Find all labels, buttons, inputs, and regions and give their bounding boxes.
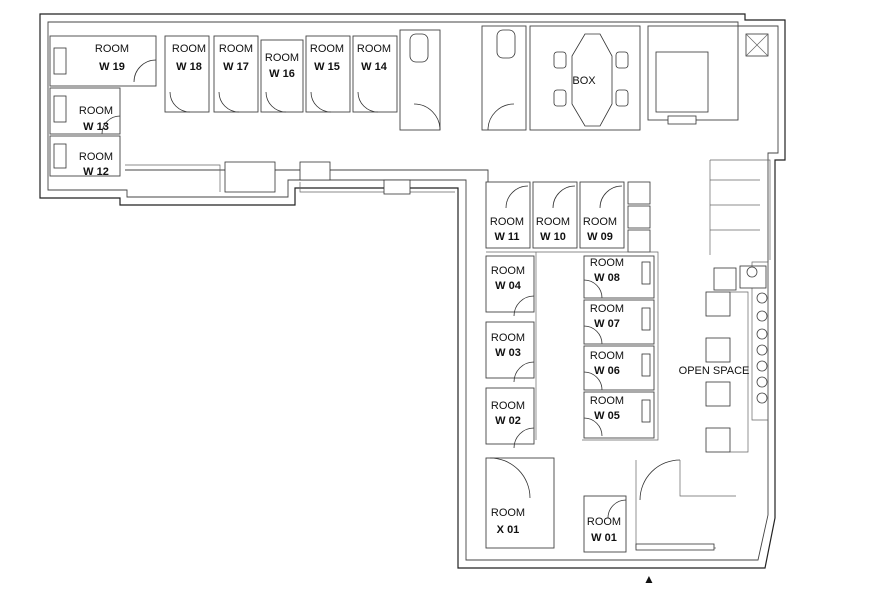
room-w09-line2: W 09 bbox=[587, 231, 613, 243]
room-w01-line1: ROOM bbox=[587, 516, 621, 528]
plant-icon bbox=[756, 310, 768, 322]
room-w08-line1: ROOM bbox=[590, 257, 624, 269]
room-w19-line2: W 19 bbox=[99, 61, 125, 73]
room-x01-line1: ROOM bbox=[491, 507, 525, 519]
room-w13-line2: W 13 bbox=[83, 121, 109, 133]
room-w14-line1: ROOM bbox=[357, 43, 391, 55]
room-w18-line1: ROOM bbox=[172, 43, 206, 55]
east-wing bbox=[485, 159, 771, 553]
room-w09-line1: ROOM bbox=[583, 216, 617, 228]
open-space-label: OPEN SPACE bbox=[679, 365, 750, 377]
room-w01-line2: W 01 bbox=[591, 532, 617, 544]
room-w11-line2: W 11 bbox=[494, 231, 519, 243]
room-w17-line2: W 17 bbox=[223, 61, 249, 73]
room-w03-line2: W 03 bbox=[495, 347, 521, 359]
room-w08-line2: W 08 bbox=[594, 272, 620, 284]
room-w18-line2: W 18 bbox=[176, 61, 202, 73]
plant-icon bbox=[756, 292, 768, 304]
plant-icon bbox=[756, 328, 768, 340]
room-w10-line1: ROOM bbox=[536, 216, 570, 228]
room-w10-line2: W 10 bbox=[540, 231, 566, 243]
plant-icon bbox=[756, 360, 768, 372]
room-w12-line2: W 12 bbox=[83, 166, 109, 178]
room-w05-line2: W 05 bbox=[594, 410, 620, 422]
room-w02-line1: ROOM bbox=[491, 400, 525, 412]
room-w05-line1: ROOM bbox=[590, 395, 624, 407]
room-x01-line2: X 01 bbox=[497, 524, 520, 536]
plant-icon bbox=[746, 266, 758, 278]
room-w06-line1: ROOM bbox=[590, 350, 624, 362]
room-w07-line2: W 07 bbox=[594, 318, 620, 330]
room-w11-line1: ROOM bbox=[490, 216, 524, 228]
room-w04-line1: ROOM bbox=[491, 265, 525, 277]
plant-icon bbox=[756, 344, 768, 356]
box-label: BOX bbox=[572, 75, 596, 87]
room-labels: ROOM W 19 ROOM W 18 ROOM W 17 ROOM W 16 … bbox=[79, 43, 749, 544]
entrance-marker-icon: ▲ bbox=[643, 572, 655, 586]
room-w16-line2: W 16 bbox=[269, 68, 295, 80]
room-w02-line2: W 02 bbox=[495, 415, 521, 427]
room-w19-line1: ROOM bbox=[95, 43, 129, 55]
room-w15-line2: W 15 bbox=[314, 61, 340, 73]
plants bbox=[746, 266, 768, 404]
room-w04-line2: W 04 bbox=[495, 280, 522, 292]
room-w13-line1: ROOM bbox=[79, 105, 113, 117]
plant-icon bbox=[756, 376, 768, 388]
room-w12-line1: ROOM bbox=[79, 151, 113, 163]
plant-icon bbox=[756, 392, 768, 404]
room-w14-line2: W 14 bbox=[361, 61, 388, 73]
room-w03-line1: ROOM bbox=[491, 332, 525, 344]
building-outline bbox=[39, 13, 786, 569]
room-w06-line2: W 06 bbox=[594, 365, 620, 377]
room-w07-line1: ROOM bbox=[590, 303, 624, 315]
north-wing bbox=[49, 25, 769, 195]
room-w16-line1: ROOM bbox=[265, 52, 299, 64]
room-w17-line1: ROOM bbox=[219, 43, 253, 55]
room-w15-line1: ROOM bbox=[310, 43, 344, 55]
